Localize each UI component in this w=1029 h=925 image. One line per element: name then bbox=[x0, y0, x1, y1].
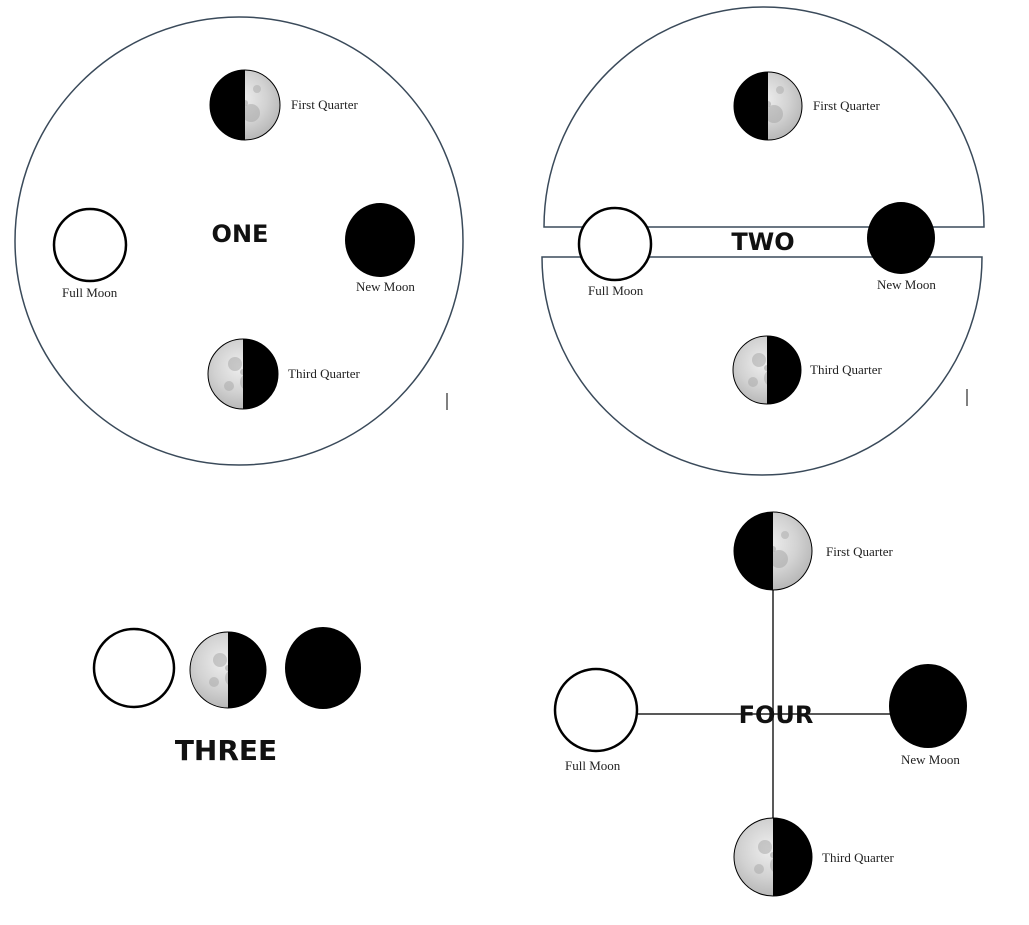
panel-one-first-quarter-label: First Quarter bbox=[291, 97, 358, 112]
panel-three-new-moon-icon bbox=[285, 627, 361, 709]
panel-two-first-quarter-moon-icon bbox=[733, 71, 803, 141]
panel-two-upper-half bbox=[543, 6, 985, 228]
panel-one-full-moon-icon bbox=[52, 207, 128, 283]
panel-four-new-moon-icon bbox=[889, 664, 967, 748]
panel-three-full-moon-icon bbox=[92, 627, 176, 709]
panel-three: THREE bbox=[92, 627, 361, 767]
panel-four: First Quarter Full Moon FOUR New Moon Th… bbox=[553, 511, 967, 897]
panel-one-boundary-circle bbox=[14, 16, 464, 466]
panel-two: First Quarter Full Moon TWO New Moon Thi… bbox=[541, 6, 985, 476]
panel-one-full-moon-label: Full Moon bbox=[62, 285, 118, 300]
panel-one-third-quarter-label: Third Quarter bbox=[288, 366, 361, 381]
panel-two-first-quarter-label: First Quarter bbox=[813, 98, 880, 113]
panel-one-first-quarter-moon-icon bbox=[209, 69, 281, 141]
panel-three-title: THREE bbox=[175, 734, 277, 767]
panel-one-new-moon-label: New Moon bbox=[356, 279, 415, 294]
panel-two-third-quarter-label: Third Quarter bbox=[810, 362, 883, 377]
panel-two-new-moon-icon bbox=[867, 202, 935, 274]
panel-four-new-moon-label: New Moon bbox=[901, 752, 960, 767]
panel-four-third-quarter-label: Third Quarter bbox=[822, 850, 895, 865]
panel-four-title: FOUR bbox=[739, 701, 814, 729]
panel-four-third-quarter-moon-icon bbox=[733, 817, 813, 897]
panel-four-full-moon-icon bbox=[553, 667, 639, 753]
panel-four-first-quarter-label: First Quarter bbox=[826, 544, 893, 559]
panel-one-title: ONE bbox=[212, 220, 269, 248]
panel-two-title: TWO bbox=[731, 228, 794, 256]
panel-four-first-quarter-moon-icon bbox=[733, 511, 813, 591]
panel-one-third-quarter-moon-icon bbox=[207, 338, 279, 410]
panel-two-lower-half bbox=[541, 256, 983, 476]
panel-two-full-moon-icon bbox=[577, 206, 653, 282]
panel-two-new-moon-label: New Moon bbox=[877, 277, 936, 292]
panel-four-full-moon-label: Full Moon bbox=[565, 758, 621, 773]
panel-one: First Quarter Full Moon ONE New Moon Thi… bbox=[14, 16, 464, 466]
panel-one-new-moon-icon bbox=[345, 203, 415, 277]
panel-two-third-quarter-moon-icon bbox=[732, 335, 802, 405]
panel-three-third-quarter-moon-icon bbox=[189, 631, 267, 709]
panel-two-full-moon-label: Full Moon bbox=[588, 283, 644, 298]
